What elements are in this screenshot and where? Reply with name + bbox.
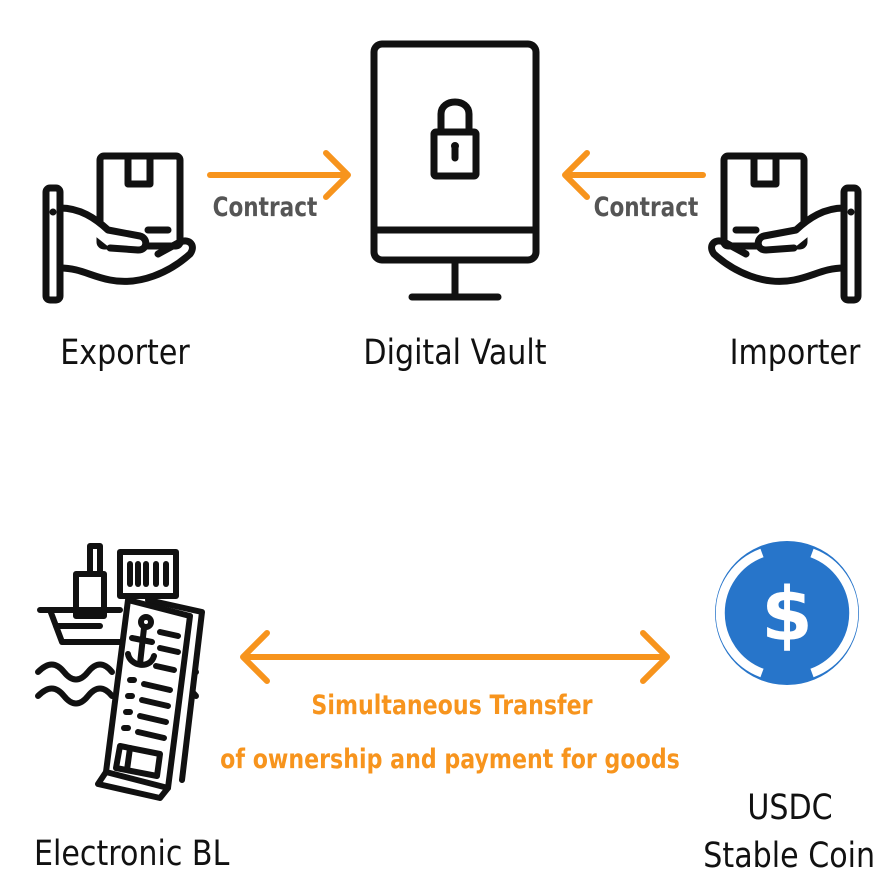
- right-contract-label: Contract: [593, 192, 699, 223]
- transfer-double-arrow: [240, 630, 670, 684]
- svg-text:$: $: [761, 572, 813, 658]
- exporter-hand-box-icon: [42, 152, 196, 304]
- ship-document-icon: [35, 543, 205, 801]
- left-contract-label: Contract: [212, 192, 318, 223]
- electronic-bl-label: Electronic BL: [34, 834, 230, 874]
- computer-lock-icon: [370, 40, 540, 301]
- digital-vault-label: Digital Vault: [363, 333, 547, 373]
- usdc-label: USDC: [747, 788, 833, 828]
- importer-hand-box-icon: [708, 152, 862, 304]
- exporter-to-vault-arrow: [207, 150, 351, 200]
- stable-coin-label: Stable Coin: [703, 836, 876, 876]
- transfer-line-2: of ownership and payment for goods: [220, 744, 680, 775]
- transfer-line-1: Simultaneous Transfer: [311, 690, 593, 721]
- usdc-coin-icon: $: [715, 541, 859, 685]
- exporter-label: Exporter: [60, 333, 190, 373]
- importer-to-vault-arrow: [562, 150, 706, 200]
- importer-label: Importer: [729, 333, 861, 373]
